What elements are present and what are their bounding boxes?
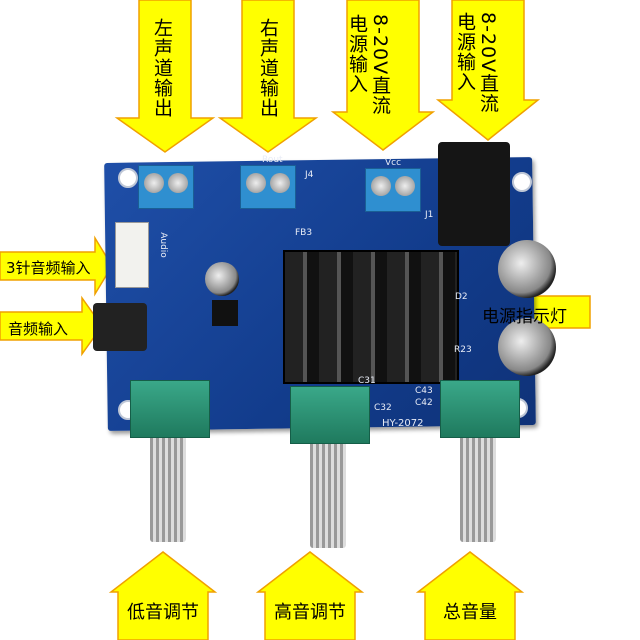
silk-label: FB3 (295, 228, 313, 238)
three-pin-connector (115, 222, 149, 288)
silk-label: C42 (415, 398, 433, 408)
power-input-arrow (330, 0, 436, 151)
audio-jack (93, 303, 147, 351)
power-indicator-label: 电源指示灯 (482, 307, 567, 327)
right-output-label: 右声道输出 (257, 18, 279, 118)
connector-silk: Audio (157, 232, 168, 258)
dc-input-arrow (435, 0, 541, 141)
capacitor (205, 262, 239, 296)
power-terminal (365, 168, 421, 212)
mount-hole (118, 168, 138, 188)
audio-input-arrow (0, 295, 103, 357)
silk-label: Vcc (385, 158, 402, 168)
bass-potentiometer[interactable] (130, 380, 210, 438)
silk-label: R23 (454, 345, 472, 355)
volume-potentiometer[interactable] (440, 380, 520, 438)
dc-input-label-line1: 8-20V直流 (477, 12, 499, 114)
left-output-arrow (114, 0, 216, 153)
screw-icon (246, 173, 266, 193)
silk-label: C43 (415, 386, 433, 396)
power-input-label-line1: 8-20V直流 (369, 14, 391, 116)
screw-icon (168, 173, 188, 193)
three-pin-audio-input-label: 3针音频输入 (6, 259, 91, 277)
capacitor (498, 240, 556, 298)
silk-label: J4 (305, 170, 314, 180)
silk-label: D2 (455, 292, 468, 302)
treble-shaft (310, 438, 346, 548)
silk-label: C31 (358, 376, 376, 386)
bass-shaft (150, 432, 186, 542)
silk-label: J1 (425, 210, 434, 220)
power-input-label-line2: 电源输入 (346, 14, 368, 94)
volume-shaft (460, 432, 496, 542)
left-output-terminal (138, 165, 194, 209)
model-label: HY-2072 (382, 418, 424, 429)
three-pin-input-arrow (0, 235, 113, 297)
silk-label: C32 (374, 403, 392, 413)
treble-arrow (255, 551, 365, 640)
treble-potentiometer[interactable] (290, 386, 370, 444)
heatsink (283, 250, 459, 384)
left-output-label: 左声道输出 (151, 18, 173, 118)
dc-jack (438, 142, 510, 246)
capacitor (498, 318, 556, 376)
right-output-arrow (217, 0, 319, 153)
bass-arrow (108, 551, 218, 640)
mount-hole (512, 172, 532, 192)
treble-label: 高音调节 (274, 602, 346, 623)
amplifier-chip (212, 300, 238, 326)
screw-icon (371, 176, 391, 196)
silk-label: Rout (262, 155, 283, 165)
screw-icon (270, 173, 290, 193)
right-output-terminal (240, 165, 296, 209)
volume-arrow (415, 551, 525, 640)
screw-icon (395, 176, 415, 196)
bass-label: 低音调节 (127, 602, 199, 623)
volume-label: 总音量 (443, 602, 497, 623)
dc-input-label-line2: 电源输入 (454, 12, 476, 92)
audio-input-label: 音频输入 (8, 320, 69, 338)
screw-icon (144, 173, 164, 193)
